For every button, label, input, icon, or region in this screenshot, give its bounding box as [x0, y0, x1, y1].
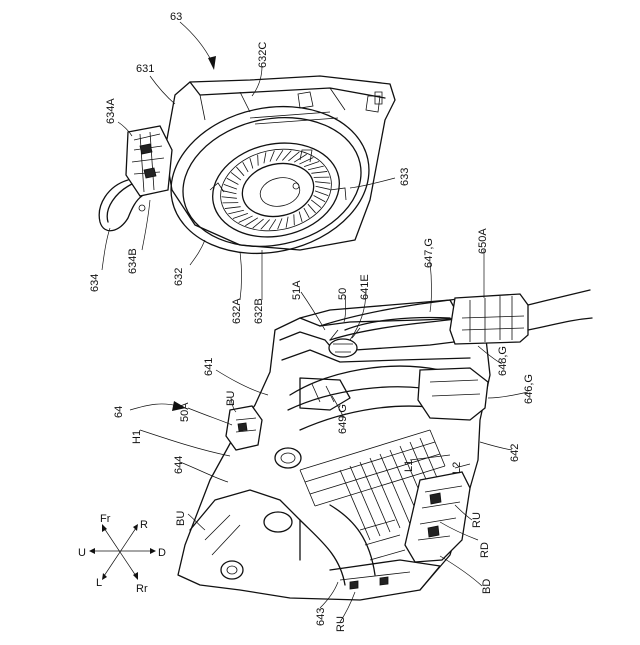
impeller-blade [239, 216, 253, 223]
label-650A: 650A [477, 228, 489, 254]
impeller-blade [250, 158, 253, 168]
ref-arrow-63 [180, 22, 212, 62]
impeller-blade [316, 186, 330, 189]
impeller-blade [228, 210, 244, 214]
label-642: 642 [509, 444, 521, 462]
coordinate-axes [89, 524, 156, 580]
label-649G: 649,G [337, 404, 349, 434]
label-BU-top: BU [225, 391, 237, 406]
axis-Fr: Fr [100, 513, 111, 525]
label-RU-bottom: RU [335, 616, 347, 632]
impeller-blade [258, 155, 259, 166]
label-641E: 641E [359, 274, 371, 300]
heater-unit-64 [178, 290, 592, 600]
label-631: 631 [136, 63, 154, 75]
label-RD: RD [479, 542, 491, 558]
impeller-blade [299, 157, 313, 164]
impeller-blade [311, 200, 321, 208]
impeller-blade [243, 162, 248, 172]
label-646G: 646,G [523, 374, 535, 404]
label-63: 63 [170, 11, 182, 23]
impeller-blade [236, 167, 244, 176]
axis-D: D [158, 547, 166, 559]
impeller-blade [233, 213, 248, 218]
impeller-blade [227, 178, 239, 184]
label-632A: 632A [231, 298, 243, 324]
axis-labels: U Fr R D Rr L [78, 513, 166, 595]
impeller-blade [282, 151, 291, 161]
label-634: 634 [89, 274, 101, 292]
label-L2: L2 [451, 462, 463, 474]
label-644: 644 [173, 456, 185, 474]
impeller-blade [245, 218, 258, 226]
impeller-blade [304, 161, 319, 166]
label-BD: BD [481, 579, 493, 594]
heater-fin [370, 458, 400, 528]
impeller-blade [231, 172, 241, 180]
impeller-blade [286, 217, 288, 228]
impeller-blade [308, 204, 316, 213]
impeller-blade [222, 191, 236, 194]
ref-arrow-64 [130, 404, 178, 410]
label-648G: 648,G [497, 346, 509, 376]
impeller-blade [222, 197, 237, 199]
label-H1: H1 [131, 430, 143, 444]
label-64: 64 [113, 406, 125, 418]
axis-U: U [78, 547, 86, 559]
axis-R: R [140, 519, 148, 531]
heater-fin [360, 462, 390, 532]
impeller-blade [270, 151, 274, 162]
impeller-blade [224, 184, 237, 189]
label-634B: 634B [127, 248, 139, 274]
label-641: 641 [203, 358, 215, 376]
label-643: 643 [315, 608, 327, 626]
label-50A: 50A [179, 402, 191, 422]
impeller-blade [225, 207, 241, 209]
label-632B: 632B [253, 298, 265, 324]
label-BU-bottom: BU [175, 511, 187, 526]
impeller-blade [264, 152, 266, 163]
impeller-blades [222, 150, 331, 230]
label-632C: 632C [257, 42, 269, 68]
label-L1: L1 [403, 460, 415, 472]
impeller-blade [314, 195, 326, 201]
impeller-blade [294, 214, 295, 225]
impeller-blade [299, 211, 302, 221]
label-634A: 634A [105, 98, 117, 124]
impeller-blade [308, 166, 324, 170]
axis-L: L [96, 577, 102, 589]
label-51A: 51A [291, 280, 303, 300]
label-632: 632 [173, 268, 185, 286]
label-RU-right: RU [471, 512, 483, 528]
impeller-blade [311, 171, 327, 173]
label-50: 50 [337, 288, 349, 300]
impeller-blade [315, 182, 330, 184]
impeller-blade [304, 208, 309, 218]
impeller-blade [269, 219, 276, 230]
label-647G: 647,G [423, 238, 435, 268]
impeller-blade [315, 191, 328, 196]
impeller-blade [276, 150, 283, 161]
label-633: 633 [399, 168, 411, 186]
axis-Rr: Rr [136, 583, 148, 595]
impeller-blade [261, 220, 270, 230]
impeller-blade [278, 218, 282, 229]
